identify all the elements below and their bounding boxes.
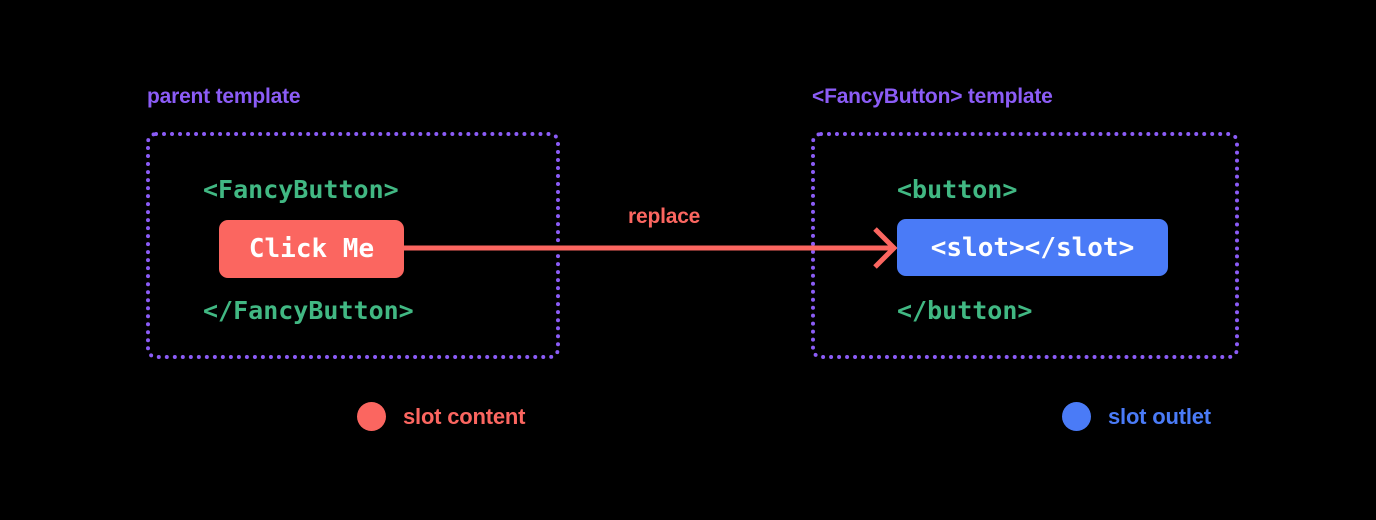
legend-label-slot-content: slot content — [403, 403, 526, 429]
code-open-button: <button> — [897, 175, 1018, 204]
replace-arrow-icon — [398, 227, 898, 269]
replace-label: replace — [628, 205, 701, 228]
parent-template-label: parent template — [147, 85, 301, 108]
slot-content-dot-icon — [357, 402, 386, 431]
code-close-button: </button> — [897, 296, 1033, 325]
slot-outlet-chip: <slot></slot> — [897, 219, 1168, 276]
slot-outlet-dot-icon — [1062, 402, 1091, 431]
slot-content-chip: Click Me — [219, 220, 404, 278]
code-close-fancybutton: </FancyButton> — [203, 296, 414, 325]
fancybutton-template-label: <FancyButton> template — [812, 85, 1053, 108]
legend-item-slot-outlet: slot outlet — [1062, 402, 1211, 431]
legend-item-slot-content: slot content — [357, 402, 525, 431]
code-open-fancybutton: <FancyButton> — [203, 175, 399, 204]
legend-label-slot-outlet: slot outlet — [1108, 403, 1211, 429]
